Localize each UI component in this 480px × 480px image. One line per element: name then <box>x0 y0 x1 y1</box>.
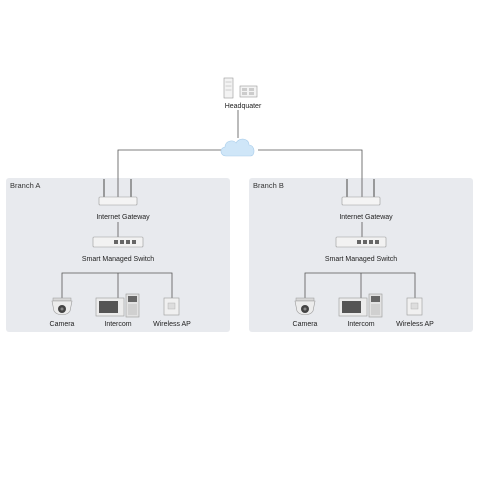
server-icon <box>223 77 258 99</box>
branch-a-title: Branch A <box>10 181 40 190</box>
branch-b-device-wireless-ap: Wireless AP <box>396 321 434 328</box>
branch-a-device-camera: Camera <box>50 321 75 328</box>
dome-camera-icon <box>294 297 316 316</box>
branch-b-title: Branch B <box>253 181 284 190</box>
branch-b: Branch B Internet Gateway Smart Managed … <box>253 179 434 328</box>
access-point-icon <box>406 297 423 316</box>
router-icon <box>341 179 381 206</box>
branch-a-device-intercom: Intercom <box>104 321 131 328</box>
access-point-icon <box>163 297 180 316</box>
branch-b-gateway-label: Internet Gateway <box>339 214 393 221</box>
branch-a: Branch A Internet Gateway Smart Managed … <box>10 179 191 328</box>
branch-b-switch-label: Smart Managed Switch <box>325 256 397 263</box>
branch-b-device-camera: Camera <box>293 321 318 328</box>
intercom-icon <box>338 293 383 318</box>
cloud-icon <box>220 138 255 157</box>
intercom-icon <box>95 293 140 318</box>
dome-camera-icon <box>51 297 73 316</box>
branch-a-gateway-label: Internet Gateway <box>96 214 150 221</box>
branch-a-device-wireless-ap: Wireless AP <box>153 321 191 328</box>
switch-icon <box>92 236 144 248</box>
branch-b-lan-links <box>304 272 416 298</box>
branch-a-switch-label: Smart Managed Switch <box>82 256 154 263</box>
branch-b-device-intercom: Intercom <box>347 321 374 328</box>
headquarter-node: Headquater <box>223 77 262 110</box>
switch-icon <box>335 236 387 248</box>
headquarter-label: Headquater <box>225 103 262 110</box>
wan-links <box>117 110 363 198</box>
router-icon <box>98 179 138 206</box>
branch-a-lan-links <box>61 272 173 298</box>
